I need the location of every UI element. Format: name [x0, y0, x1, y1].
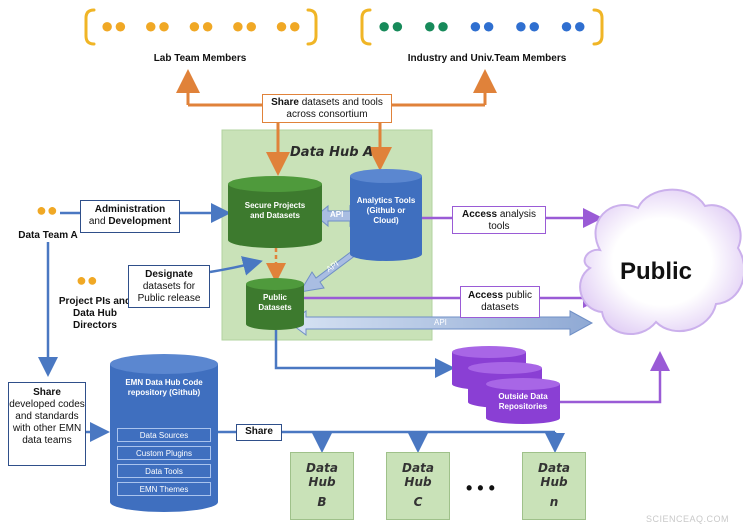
data-hub-a-title: Data Hub A — [290, 145, 374, 160]
share-repo-box: Share — [236, 424, 282, 441]
repo-title: EMN Data Hub Code repository (Github) — [125, 378, 203, 397]
share-repo-bold: Share — [245, 426, 273, 437]
data-hub-n-id: n — [549, 495, 559, 509]
outside-repositories-label: Outside Data Repositories — [498, 392, 548, 411]
lab-team-label: Lab Team Members — [153, 53, 247, 64]
api-label-small: API — [330, 210, 344, 219]
project-pis-label: Project PIs and Data Hub Directors — [58, 296, 132, 331]
admin-and: and — [88, 216, 106, 227]
designate-bold: Designate — [145, 269, 193, 280]
admin-bold-2: Development — [108, 216, 172, 227]
data-hub-b: Data Hub B — [290, 452, 354, 520]
secure-projects-label: Secure Projects and Datasets — [244, 201, 306, 220]
admin-dev-box: Administration and Development — [80, 200, 180, 233]
people-icon: ●● — [187, 13, 215, 38]
people-icon: ●● — [100, 13, 128, 38]
data-team-icon: ●● — [36, 200, 58, 220]
public-cloud — [579, 188, 743, 336]
access-public-bold: Access — [468, 290, 504, 301]
share-consortium-text: datasets and tools across consortium — [286, 97, 383, 120]
access-tools-box: Access analysis tools — [452, 206, 546, 234]
public-label: Public — [620, 258, 693, 285]
people-icon: ●● — [468, 13, 496, 38]
admin-bold-1: Administration — [94, 204, 166, 215]
ellipsis-dots: • • • — [466, 478, 495, 498]
repo-item-data-tools: Data Tools — [117, 464, 211, 478]
industry-team-bracket — [360, 8, 604, 46]
access-public-box: Access public datasets — [460, 286, 540, 318]
share-consortium-bold: Share — [271, 97, 299, 108]
share-codes-bold: Share — [33, 387, 61, 398]
analytics-tools-label: Analytics Tools (Github or Cloud) — [356, 196, 416, 225]
repo-item-custom-plugins: Custom Plugins — [117, 446, 211, 460]
lab-team-bracket — [84, 8, 318, 46]
share-consortium-box: Share datasets and tools across consorti… — [262, 94, 392, 123]
data-hub-c-id: C — [413, 495, 423, 509]
data-hub-c-name: Data Hub — [402, 461, 434, 489]
repo-item-data-sources: Data Sources — [117, 428, 211, 442]
industry-team-label: Industry and Univ.Team Members — [407, 53, 567, 64]
emn-repository-cylinder — [110, 354, 218, 512]
data-team-label: Data Team A — [18, 230, 78, 241]
people-icon: ●● — [559, 13, 587, 38]
people-icon: ●● — [377, 13, 405, 38]
people-icon: ●● — [423, 13, 450, 38]
people-icon: ●● — [514, 13, 541, 38]
data-hub-n-name: Data Hub — [538, 461, 570, 489]
share-codes-text: developed codes and standards with other… — [9, 399, 85, 446]
repo-item-emn-themes: EMN Themes — [117, 482, 211, 496]
api-label-bottom: API — [434, 318, 447, 327]
public-datasets-cylinder — [246, 278, 304, 330]
blue-flow-arrows — [38, 203, 565, 453]
people-icon: ●● — [274, 13, 302, 38]
access-tools-text: analysis tools — [488, 209, 536, 232]
project-pis-icon: ●● — [76, 270, 98, 290]
share-codes-box: Share developed codes and standards with… — [8, 382, 86, 466]
people-icon: ●● — [144, 13, 171, 38]
data-hub-b-name: Data Hub — [306, 461, 338, 489]
watermark: SCIENCEAQ.COM — [645, 514, 729, 524]
access-public-text: public datasets — [481, 290, 532, 313]
access-tools-bold: Access — [462, 209, 498, 220]
data-hub-c: Data Hub C — [386, 452, 450, 520]
public-datasets-label: Public Datasets — [258, 293, 292, 312]
purple-access-arrows — [302, 208, 670, 404]
designate-text: datasets for Public release — [137, 281, 201, 304]
analytics-tools-cylinder — [350, 169, 422, 261]
people-icon: ●● — [231, 13, 258, 38]
orange-share-arrows — [176, 69, 497, 176]
outside-repositories-cylinders — [452, 346, 560, 424]
secure-projects-cylinder — [228, 176, 322, 248]
data-hub-b-id: B — [317, 495, 327, 509]
data-hub-n: Data Hub n — [522, 452, 586, 520]
designate-box: Designate datasets for Public release — [128, 265, 210, 308]
industry-team-icons: ●● ●● ●● ●● ●● — [368, 12, 596, 40]
lab-team-icons: ●● ●● ●● ●● ●● — [92, 12, 310, 40]
